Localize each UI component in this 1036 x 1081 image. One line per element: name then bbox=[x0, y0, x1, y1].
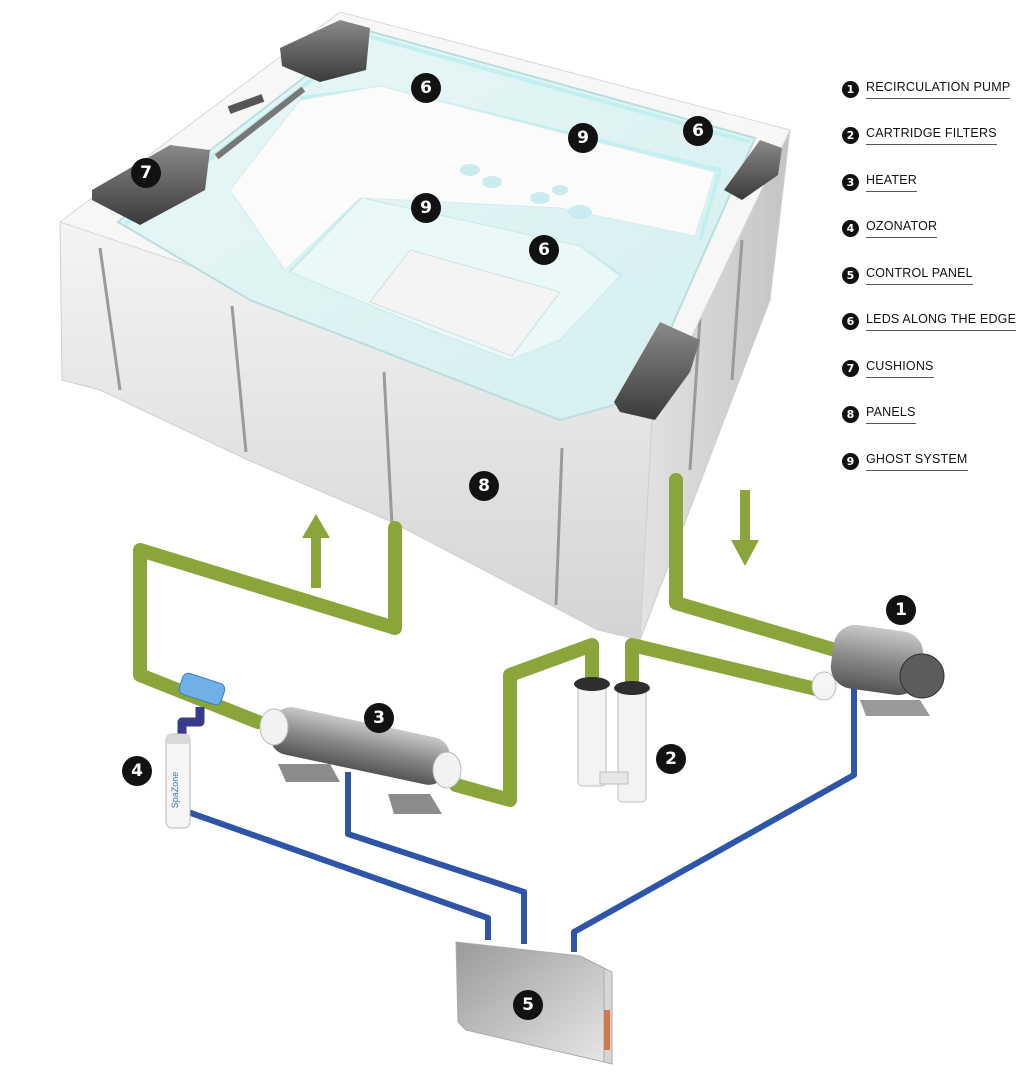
legend-number: 5 bbox=[842, 266, 859, 284]
legend-number: 2 bbox=[842, 127, 859, 145]
pump-inlet bbox=[811, 671, 837, 701]
legend-label: OZONATOR bbox=[866, 219, 938, 239]
callout-cushion: 7 bbox=[131, 158, 161, 188]
heater bbox=[259, 707, 462, 814]
heater-body bbox=[270, 707, 450, 785]
legend-label: CONTROL PANEL bbox=[866, 266, 973, 285]
cable-pump bbox=[571, 688, 857, 952]
legend-item-panels: 8 PANELS bbox=[842, 392, 1032, 439]
legend-number: 8 bbox=[842, 406, 859, 424]
pipe-tub-to-pump bbox=[669, 473, 849, 659]
legend-item-pump: 1 RECIRCULATION PUMP bbox=[842, 66, 1032, 113]
pipe-heater-to-filter bbox=[449, 638, 599, 807]
cushions bbox=[92, 20, 782, 420]
callout-heater: 3 bbox=[364, 703, 394, 733]
callout-panel: 8 bbox=[469, 471, 499, 501]
filter-left bbox=[577, 685, 607, 787]
callout-pump: 1 bbox=[886, 595, 916, 625]
flow-arrows bbox=[302, 490, 759, 588]
heater-foot-left bbox=[278, 764, 340, 782]
legend-label: HEATER bbox=[866, 173, 917, 192]
callout-led-right: 6 bbox=[683, 116, 713, 146]
arrow-down bbox=[731, 490, 759, 566]
legend-number: 4 bbox=[842, 220, 859, 238]
floor-panel bbox=[369, 249, 561, 357]
legend-number: 3 bbox=[842, 173, 859, 191]
rim-handle bbox=[214, 86, 306, 160]
legend-item-ozonator: 4 OZONATOR bbox=[842, 206, 1032, 253]
ozonator: SpaZone bbox=[165, 672, 226, 829]
legend-label: PANELS bbox=[866, 405, 916, 425]
legend-label: LEDS ALONG THE EDGE bbox=[866, 312, 1017, 332]
ozonator-injector bbox=[178, 672, 226, 706]
cushion-top bbox=[280, 20, 370, 82]
callout-ghost-inner: 9 bbox=[411, 193, 441, 223]
cable-heater bbox=[345, 772, 527, 944]
pump-base bbox=[860, 700, 930, 716]
cartridge-filters bbox=[574, 677, 650, 803]
legend-label: RECIRCULATION PUMP bbox=[866, 80, 1011, 99]
legend-item-heater: 3 HEATER bbox=[842, 159, 1032, 206]
legend-number: 7 bbox=[842, 359, 859, 377]
callout-control-panel: 5 bbox=[513, 990, 543, 1020]
callout-led-top: 6 bbox=[411, 73, 441, 103]
ozonator-brand: SpaZone bbox=[170, 772, 180, 809]
legend-item-leds: 6 LEDS ALONG THE EDGE bbox=[842, 299, 1032, 346]
legend-number: 9 bbox=[842, 452, 859, 470]
cushion-right bbox=[724, 140, 782, 200]
jet-dots bbox=[460, 164, 592, 219]
callout-ozonator: 4 bbox=[122, 756, 152, 786]
inner-seat bbox=[229, 85, 716, 271]
pipe-return-loop bbox=[133, 521, 402, 729]
callout-filters: 2 bbox=[656, 744, 686, 774]
legend: 1 RECIRCULATION PUMP 2 CARTRIDGE FILTERS… bbox=[842, 66, 1032, 485]
filter-right bbox=[617, 685, 647, 803]
cushion-front bbox=[614, 322, 700, 420]
recirculation-pump bbox=[811, 624, 945, 716]
callout-ghost-top: 9 bbox=[568, 123, 598, 153]
cable-ozonator bbox=[187, 809, 491, 940]
arrow-up bbox=[302, 514, 330, 588]
legend-label: CUSHIONS bbox=[866, 359, 934, 378]
pump-fan-cover bbox=[899, 653, 945, 699]
rim-control-strip bbox=[227, 94, 265, 114]
legend-number: 1 bbox=[842, 80, 859, 98]
electric-cables bbox=[177, 688, 857, 952]
legend-label: CARTRIDGE FILTERS bbox=[866, 126, 997, 146]
legend-item-filters: 2 CARTRIDGE FILTERS bbox=[842, 113, 1032, 160]
heater-foot-right bbox=[388, 794, 442, 814]
callout-led-inner: 6 bbox=[529, 235, 559, 265]
legend-item-control-panel: 5 CONTROL PANEL bbox=[842, 252, 1032, 299]
legend-item-cushions: 7 CUSHIONS bbox=[842, 345, 1032, 392]
pipe-filter-to-pump bbox=[625, 638, 827, 697]
legend-label: GHOST SYSTEM bbox=[866, 452, 968, 471]
cable-ozonator-inlet bbox=[177, 707, 205, 736]
legend-item-ghost-system: 9 GHOST SYSTEM bbox=[842, 438, 1032, 485]
legend-number: 6 bbox=[842, 313, 859, 331]
